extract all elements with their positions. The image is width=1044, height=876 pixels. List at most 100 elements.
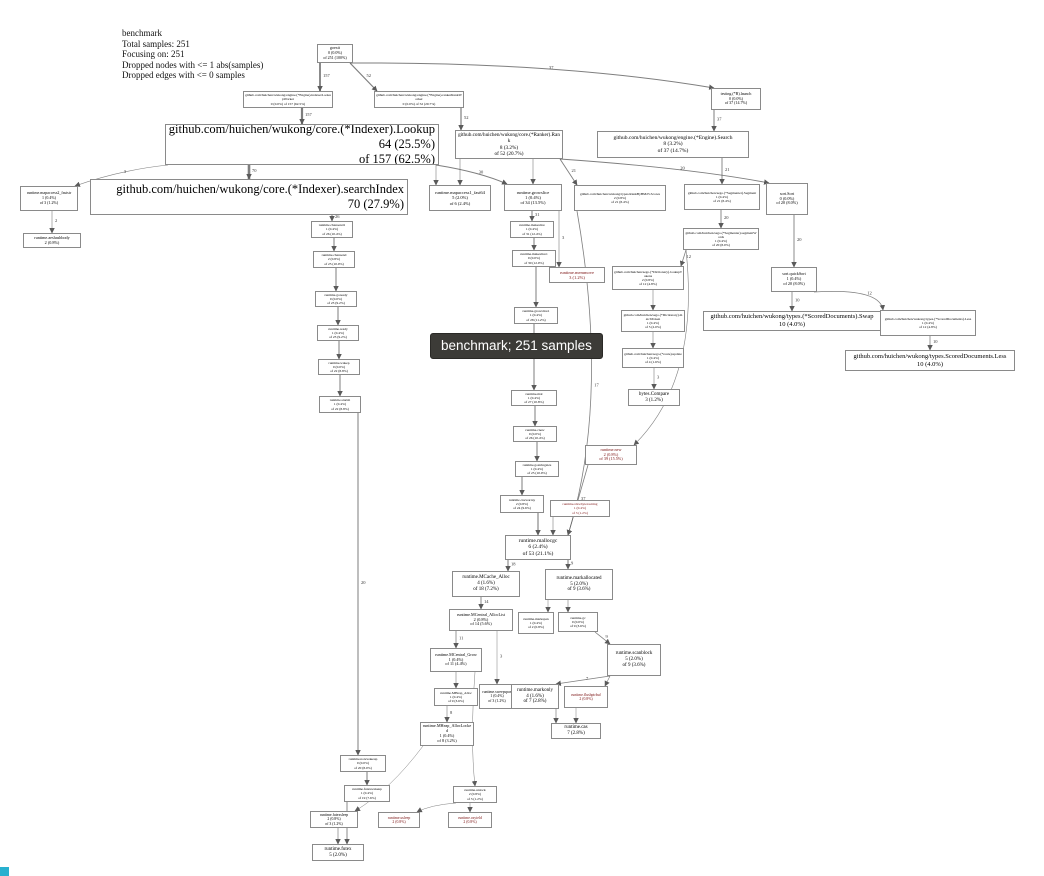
node-label-line: runtime.startm	[329, 398, 351, 403]
node-label-line: of 24 (9.6%)	[513, 506, 531, 511]
graph-node-idxworker[interactable]: github.com/huichen/wukong/engine.(*Engin…	[243, 91, 333, 108]
node-label-line: github.com/huichen/sego.(*Dictionary).ma…	[623, 312, 683, 321]
graph-node-search[interactable]: github.com/huichen/wukong/engine.(*Engin…	[597, 131, 749, 158]
node-label-line: runtime.chansend1	[318, 223, 346, 228]
node-label-line: 2 (0.8%)	[603, 451, 619, 457]
graph-node-sego2[interactable]: github.com/huichen/sego.(*Dictionary).lo…	[612, 266, 684, 290]
node-label-line: 64 (25.5%)	[378, 137, 435, 152]
node-label-line: runtime.markallocated	[556, 575, 602, 581]
graph-node-rankworker[interactable]: github.com/huichen/wukong/engine.(*Engin…	[374, 91, 464, 108]
graph-node-sego3[interactable]: github.com/huichen/sego.(*Dictionary).ma…	[621, 310, 685, 332]
node-label-line: of 53 (21.1%)	[522, 550, 554, 557]
node-label-line: runtime.wakep	[328, 360, 350, 365]
node-label-line: 0 (0.0%)	[779, 195, 795, 201]
graph-node-swap[interactable]: github.com/huichen/wukong/types.(*Scored…	[703, 311, 881, 331]
node-label-line: github.com/huichen/wukong/engine.(*Engin…	[376, 93, 462, 102]
graph-node-less[interactable]: github.com/huichen/wukong/types.ScoredDo…	[845, 350, 1015, 371]
node-label-line: of 11 (4.4%)	[445, 661, 467, 667]
node-label-line: github.com/huichen/sego.(*Segmenter).Seg…	[687, 190, 757, 195]
node-label-line: runtime.new	[600, 446, 622, 452]
node-label-line: 0 (0.0%) of 157 (62.5%)	[270, 101, 306, 106]
graph-node-segment[interactable]: github.com/huichen/sego.(*Segmenter).Seg…	[684, 184, 760, 210]
graph-node-rank[interactable]: github.com/huichen/wukong/core.(*Ranker)…	[455, 130, 563, 159]
node-label-line: of 3 (1.2%)	[488, 698, 506, 703]
node-label-line: 3 (1.2%)	[645, 397, 663, 403]
node-label-line: runtime.cas	[564, 725, 588, 731]
node-label-line: 1 (0.4%)	[333, 402, 347, 407]
node-label-line: of 12 (4.8%)	[639, 282, 657, 287]
node-label-line: of 157 (62.5%)	[358, 151, 435, 165]
node-label-line: github.com/huichen/wukong/types.ScoredDo…	[853, 352, 1007, 360]
graph-node-seginternal[interactable]: github.com/huichen/sego.(*Segmenter).seg…	[683, 228, 759, 250]
node-label-line: github.com/huichen/wukong/types.(*Scored…	[884, 316, 972, 321]
graph-node-bm25[interactable]: github.com/huichen/wukong/types.RankByBM…	[574, 185, 666, 211]
node-label-line: runtime.scanblock	[615, 651, 653, 657]
node-label-line: of 20 (8.0%)	[783, 280, 805, 286]
node-label-line: of 28 (11.2%)	[526, 317, 546, 322]
node-label-line: runtime.cnewarray	[508, 497, 536, 502]
hover-tooltip: benchmark; 251 samples	[430, 333, 603, 359]
graph-node-lookup[interactable]: github.com/huichen/wukong/core.(*Indexer…	[165, 124, 439, 165]
node-label-line: 8 (3.2%)	[499, 144, 519, 151]
node-label-line: runtime.MCache_Alloc	[462, 575, 510, 581]
node-label-line: runtime.chansend	[321, 253, 347, 258]
node-label-line: 0 (0.0%)	[729, 95, 743, 101]
node-label-line: 1 (0.4%)	[529, 620, 543, 625]
node-label-line: 2 (0.8%)	[392, 820, 406, 824]
graph-node-searchindex[interactable]: github.com/huichen/wukong/core.(*Indexer…	[90, 179, 408, 215]
node-label-line: 0 (0.0%) of 52 (20.7%)	[402, 101, 436, 106]
node-label-line: of 22 (8.8%)	[331, 406, 349, 411]
node-label-line: 0 (0.0%)	[527, 256, 541, 261]
node-label-line: 1 (0.4%)	[439, 733, 455, 738]
graph-node-lesswrap[interactable]: github.com/huichen/wukong/types.(*Scored…	[880, 310, 976, 336]
